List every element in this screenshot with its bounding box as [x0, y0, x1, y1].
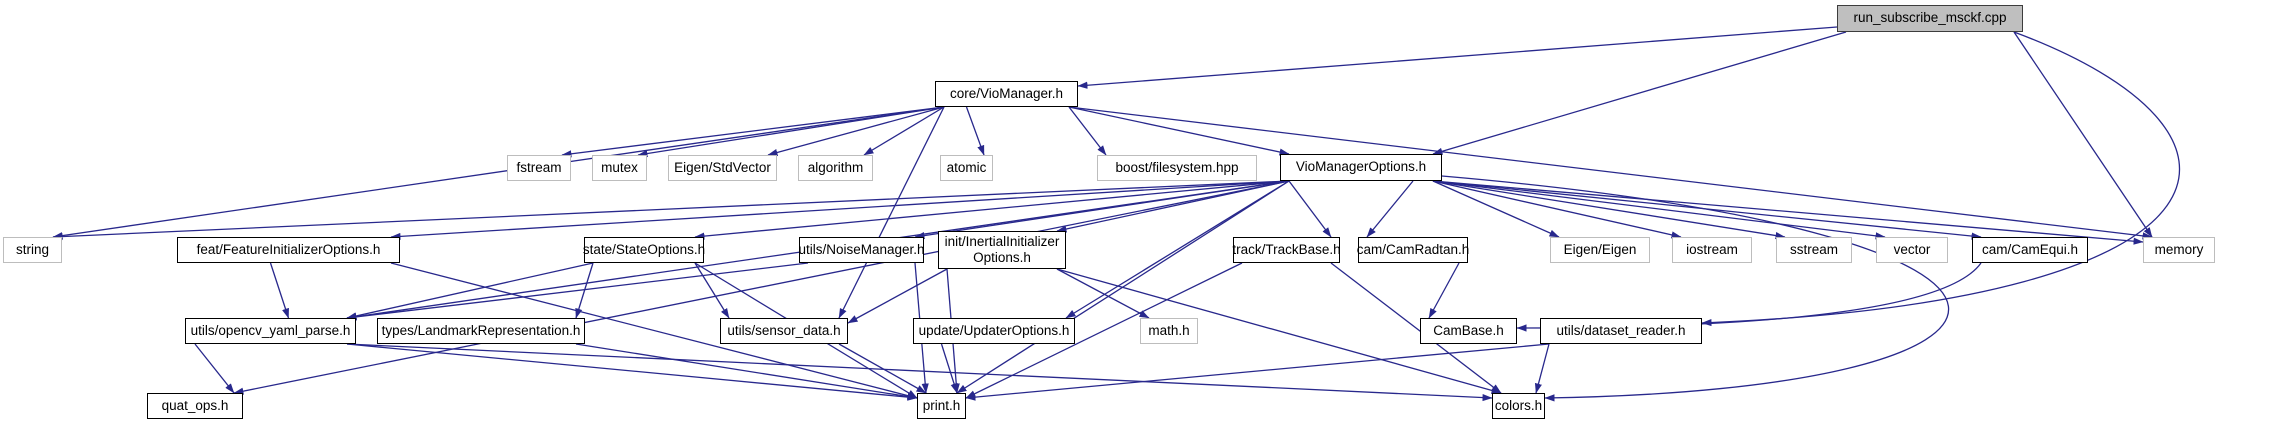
node-types-landmarkrepresentation-h[interactable]: types/LandmarkRepresentation.h	[377, 318, 585, 344]
node-utils-noisemanager-h[interactable]: utils/NoiseManager.h	[798, 237, 925, 263]
edge-main-to-dataset	[1701, 31, 2181, 327]
edge-updater-to-print_h	[940, 343, 958, 394]
edge-init-to-math_h	[1056, 268, 1150, 319]
node-update-updateroptions-h[interactable]: update/UpdaterOptions.h	[913, 318, 1075, 344]
edge-viomanageroptions-to-quat_ops	[233, 180, 1290, 395]
node-boost-filesystem-hpp: boost/filesystem.hpp	[1097, 155, 1257, 181]
edge-viomanager-to-algorithm	[863, 106, 945, 156]
node-viomanageroptions-h[interactable]: VioManagerOptions.h	[1280, 154, 1442, 181]
node-iostream: iostream	[1672, 237, 1752, 263]
edge-viomanageroptions-to-updater	[1065, 180, 1290, 319]
edge-landmark-to-print_h	[575, 343, 918, 401]
node-atomic: atomic	[940, 155, 993, 181]
node-track-trackbase-h[interactable]: track/TrackBase.h	[1232, 237, 1341, 263]
edge-main-to-memory	[2013, 31, 2153, 238]
node-state-stateoptions-h[interactable]: state/StateOptions.h	[583, 237, 705, 263]
edge-state-to-opencv	[346, 262, 594, 320]
node-init-inertialinitializeroptions-h[interactable]: init/InertialInitializer Options.h	[938, 231, 1066, 269]
edge-viomanager-to-fstream	[561, 106, 945, 158]
edge-viomanageroptions-to-colors_h	[1441, 175, 1950, 402]
node-sstream: sstream	[1776, 237, 1852, 263]
edge-feat-to-print_h	[390, 262, 918, 400]
edge-viomanager-to-sensor	[838, 106, 945, 319]
edge-init-to-sensor	[847, 268, 948, 324]
edge-viomanager-to-atomic	[965, 106, 985, 156]
node-eigen-eigen: Eigen/Eigen	[1550, 237, 1650, 263]
edge-viomanageroptions-to-string	[52, 180, 1290, 241]
node-quat-ops-h[interactable]: quat_ops.h	[147, 393, 243, 419]
node-mutex: mutex	[592, 155, 647, 181]
edge-viomanageroptions-to-camradtan	[1366, 180, 1414, 238]
node-utils-opencv-yaml-parse-h[interactable]: utils/opencv_yaml_parse.h	[185, 318, 356, 344]
edge-viomanager-to-string	[52, 106, 945, 240]
node-algorithm: algorithm	[798, 155, 873, 181]
edge-viomanager-to-viomanageroptions	[1068, 106, 1290, 156]
node-string: string	[3, 237, 62, 263]
edge-camradtan-to-cambase	[1428, 262, 1460, 319]
edge-track-to-colors_h	[1330, 262, 1502, 394]
edge-opencv-to-quat_ops	[194, 343, 235, 394]
edge-viomanageroptions-to-track	[1288, 180, 1332, 238]
edge-noise-to-opencv	[346, 262, 809, 321]
edge-viomanager-to-memory	[1068, 106, 2153, 240]
edge-viomanageroptions-to-state	[694, 180, 1290, 240]
edge-dataset-to-colors_h	[1534, 343, 1550, 394]
edge-state-to-sensor	[694, 262, 730, 319]
edge-init-to-colors_h	[1056, 268, 1502, 394]
node-eigen-stdvector: Eigen/StdVector	[668, 155, 777, 181]
node-math-h: math.h	[1140, 318, 1198, 344]
edge-viomanageroptions-to-feat	[390, 180, 1290, 241]
edge-main-to-viomanageroptions	[1432, 31, 1847, 155]
node-vector: vector	[1876, 237, 1948, 263]
edge-dataset-to-print_h	[965, 343, 1550, 401]
edge-viomanageroptions-to-vector	[1432, 180, 1886, 240]
node-utils-dataset-reader-h[interactable]: utils/dataset_reader.h	[1540, 318, 1702, 344]
node-memory: memory	[2143, 237, 2215, 263]
edge-viomanageroptions-to-sstream	[1432, 180, 1786, 240]
node-cam-camradtan-h[interactable]: cam/CamRadtan.h	[1357, 237, 1469, 263]
node-cambase-h[interactable]: CamBase.h	[1420, 318, 1517, 344]
edge-main-to-viomanager	[1077, 26, 1838, 89]
node-utils-sensor-data-h[interactable]: utils/sensor_data.h	[720, 318, 848, 344]
node-cam-camequi-h[interactable]: cam/CamEqui.h	[1972, 237, 2088, 263]
edge-state-to-landmark	[575, 262, 594, 319]
edge-viomanager-to-eigen_stdvector	[767, 106, 945, 156]
edge-viomanageroptions-to-iostream	[1432, 180, 1682, 239]
edge-sensor-to-print_h	[838, 343, 927, 394]
edge-feat-to-opencv	[269, 262, 290, 319]
edge-opencv-to-colors_h	[346, 343, 1493, 402]
edge-viomanageroptions-to-eigen_eigen	[1432, 180, 1560, 238]
edge-viomanageroptions-to-memory	[1432, 180, 2144, 245]
edge-viomanager-to-boost_filesystem	[1068, 106, 1107, 156]
node-feat-featureinitializeroptions-h[interactable]: feat/FeatureInitializerOptions.h	[177, 237, 400, 263]
node-fstream: fstream	[507, 155, 571, 181]
node-colors-h[interactable]: colors.h	[1492, 393, 1545, 419]
node-print-h[interactable]: print.h	[917, 393, 966, 419]
edge-opencv-to-print_h	[346, 343, 918, 401]
node-run-subscribe-msckf-cpp: run_subscribe_msckf.cpp	[1837, 5, 2023, 32]
node-core-viomanager-h[interactable]: core/VioManager.h	[935, 81, 1078, 107]
